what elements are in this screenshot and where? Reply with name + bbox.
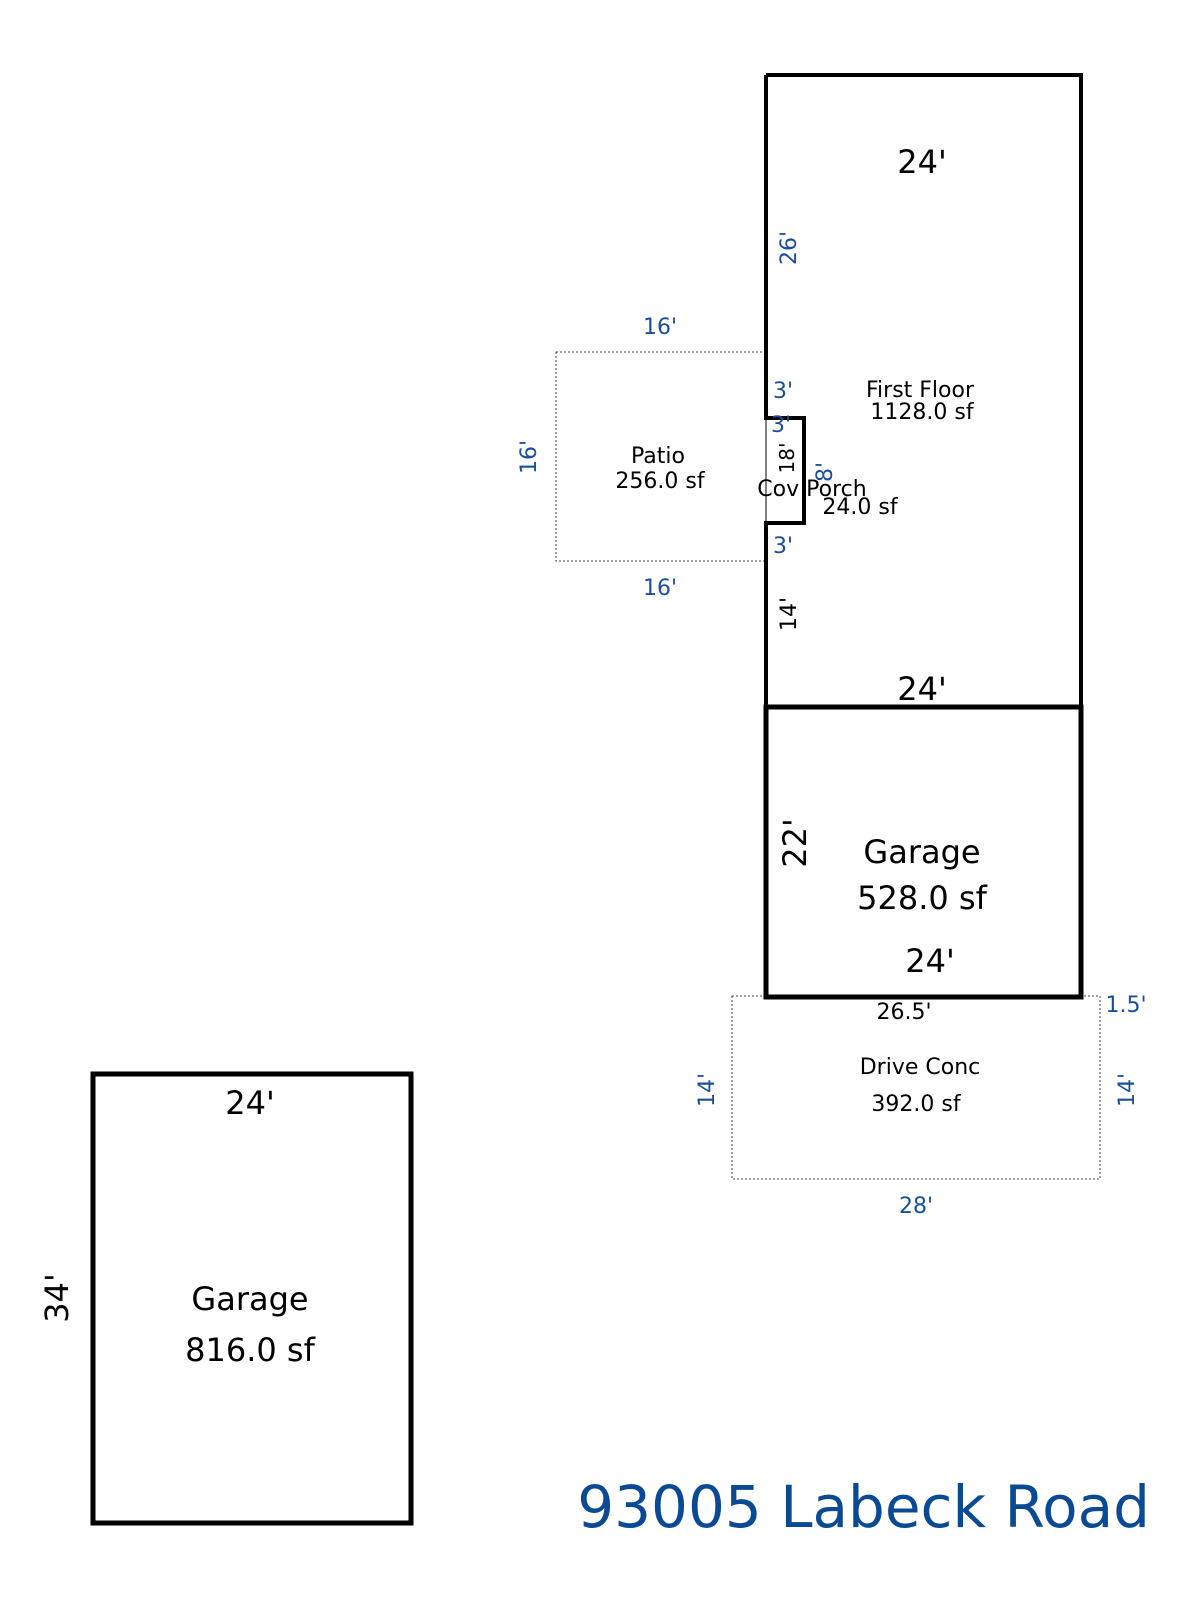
drive-area: 392.0 sf	[871, 1092, 961, 1117]
drive-right-dim: 14'	[1115, 1073, 1140, 1107]
ff-top-dim: 24'	[897, 143, 947, 181]
ff-notch-top-dim: 3'	[773, 379, 793, 404]
porch-name: Cov Porch	[757, 477, 866, 502]
garage-left-dim: 22'	[776, 818, 814, 868]
patio-area: 256.0 sf	[615, 469, 705, 494]
ff-bottom-dim: 24'	[897, 670, 947, 708]
garage-detached-area: 816.0 sf	[185, 1331, 315, 1369]
det-garage-top-dim: 24'	[225, 1084, 275, 1122]
ff-left-lower-dim: 14'	[777, 597, 802, 631]
patio-left-dim: 16'	[517, 440, 542, 474]
porch-area: 24.0 sf	[822, 495, 898, 520]
patio-outline	[555, 351, 767, 562]
address-title: 93005 Labeck Road	[577, 1473, 1150, 1541]
det-garage-left-dim: 34'	[38, 1273, 76, 1323]
ff-left-upper-dim: 26'	[777, 231, 802, 265]
ff-area: 1128.0 sf	[870, 400, 974, 425]
garage-detached-name: Garage	[191, 1280, 308, 1318]
garage-attached-name: Garage	[863, 833, 980, 871]
patio-bottom-dim: 16'	[643, 576, 677, 601]
drive-name: Drive Conc	[860, 1055, 981, 1080]
garage-bottom-dim: 24'	[905, 942, 955, 980]
porch-right-dim: 8'	[813, 462, 838, 482]
ff-notch-bottom-dim: 3'	[773, 534, 793, 559]
patio-top-dim: 16'	[643, 315, 677, 340]
garage-attached-area: 528.0 sf	[857, 879, 987, 917]
patio-name: Patio	[631, 444, 685, 469]
garage-detached-outline	[90, 1071, 414, 1526]
porch-top-dim: 3'	[771, 413, 791, 438]
drive-top-dim: 26.5'	[876, 1000, 931, 1025]
drive-bottom-dim: 28'	[899, 1194, 933, 1219]
garage-attached-outline	[763, 704, 1084, 1000]
drive-corner-dim: 1.5'	[1105, 993, 1146, 1018]
drive-left-dim: 14'	[695, 1073, 720, 1107]
porch-left-dim: 18'	[775, 443, 799, 474]
ff-name: First Floor	[866, 378, 975, 403]
